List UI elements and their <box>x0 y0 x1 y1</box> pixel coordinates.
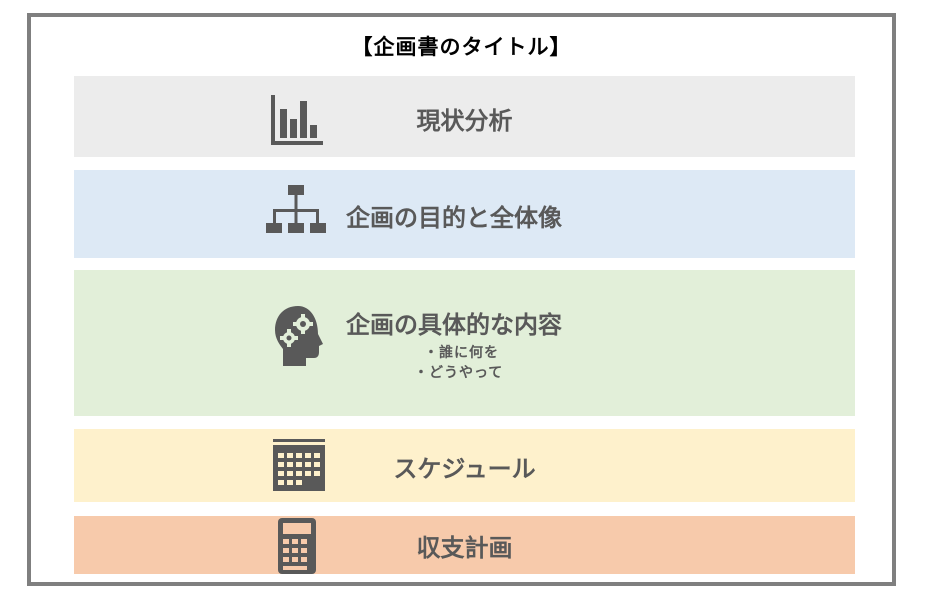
frame: 【企画書のタイトル】 現状分析 企画の目的と全体像 <box>27 13 896 586</box>
section-label: スケジュール <box>393 455 536 483</box>
calendar-icon <box>273 439 325 491</box>
section-label: 現状分析 <box>416 107 513 135</box>
section-sub-item: ・誰に何を <box>424 345 499 361</box>
section-current-analysis: 現状分析 <box>74 76 855 157</box>
org-chart-icon <box>266 185 326 233</box>
section-sub-item: ・どうやって <box>414 365 504 381</box>
section-label: 企画の目的と全体像 <box>346 204 562 232</box>
bar-chart-icon <box>271 95 323 145</box>
section-budget-plan: 収支計画 <box>74 516 855 574</box>
section-label: 企画の具体的な内容 <box>346 311 562 339</box>
head-gears-icon <box>275 306 323 366</box>
section-purpose-overview: 企画の目的と全体像 <box>74 170 855 258</box>
page-title: 【企画書のタイトル】 <box>351 35 572 59</box>
section-schedule: スケジュール <box>74 429 855 502</box>
calculator-icon <box>278 518 316 574</box>
section-content-details: 企画の具体的な内容 ・誰に何を ・どうやって <box>74 270 855 416</box>
section-label: 収支計画 <box>416 534 513 562</box>
